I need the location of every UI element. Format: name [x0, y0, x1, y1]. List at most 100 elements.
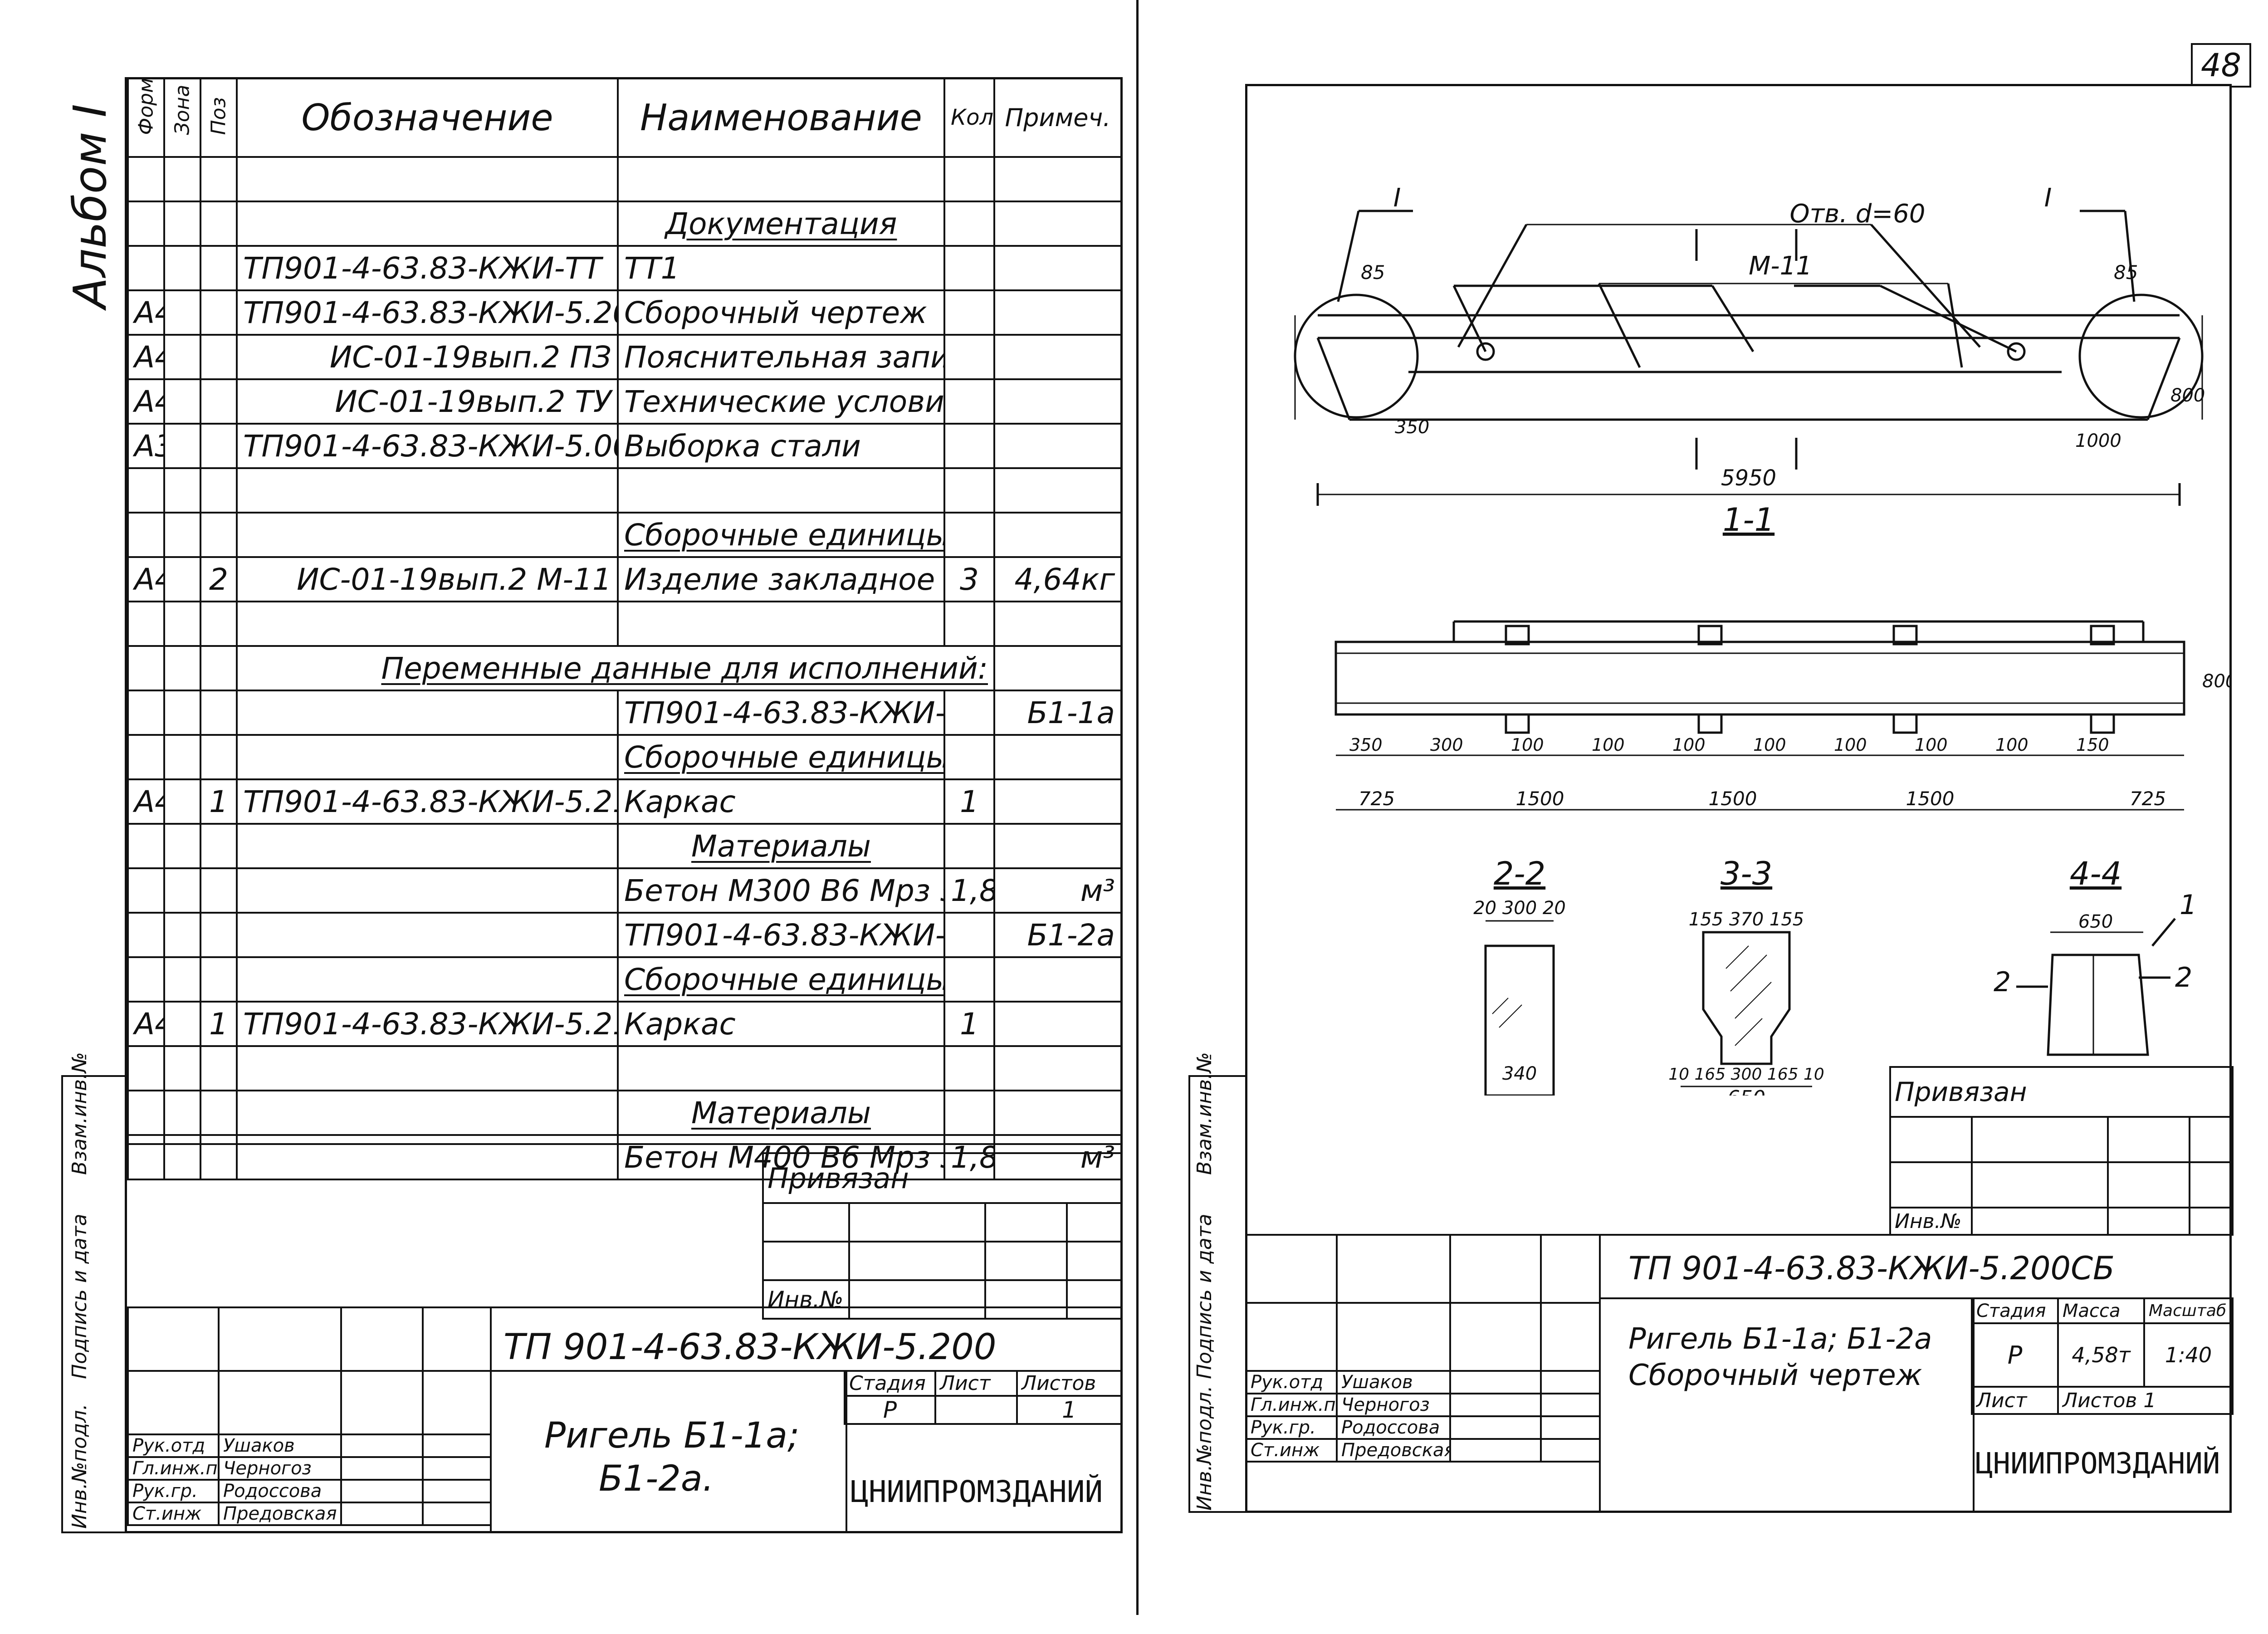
- spec-qty: [943, 289, 995, 336]
- col-zone: Зона: [163, 77, 201, 158]
- sec11-dim-label: 100: [1592, 735, 1625, 755]
- spec-name: Пояснительная записка: [617, 334, 945, 380]
- spec-pos: [200, 512, 238, 558]
- spec-row: Сборочные единицы: [127, 512, 1122, 558]
- spec-designation: ТП901-4-63.83-КЖИ-5.210-01: [236, 1001, 619, 1047]
- callout-2-right: 2: [2175, 962, 2192, 993]
- spec-pos: [200, 956, 238, 1003]
- spec-note: [993, 245, 1122, 291]
- date-cell: [1540, 1393, 1601, 1417]
- spec-pos: [200, 201, 238, 247]
- hole-left: [1476, 342, 1495, 361]
- spec-qty: 1: [943, 778, 995, 825]
- spec-zone: [163, 1090, 201, 1136]
- col-format: Формат: [127, 77, 165, 158]
- spec-row: [127, 156, 1122, 202]
- spec-qty: [943, 245, 995, 291]
- spec-row: Сборочные единицы: [127, 956, 1122, 1003]
- spec-zone: [163, 378, 201, 425]
- stage-header-right: Стадия: [1971, 1297, 2059, 1324]
- left-side-label-vzam: Взам.инв.№: [68, 1052, 91, 1175]
- spec-designation: [236, 1090, 619, 1136]
- spec-zone: [163, 1001, 201, 1047]
- signer-name: Ушаков: [1336, 1370, 1451, 1394]
- spec-qty: 1: [943, 1001, 995, 1047]
- spec-designation: [236, 867, 619, 914]
- spec-format: [127, 467, 165, 514]
- left-title-code: ТП 901-4-63.83-КЖИ-5.200: [503, 1327, 997, 1368]
- sheet-label-right: Лист: [1971, 1386, 2059, 1415]
- right-side-label-vzam: Взам.инв.№: [1193, 1052, 1216, 1175]
- spec-name: Бетон М300 В6 Мрз 50: [617, 867, 945, 914]
- spec-note: 4,64кг: [993, 556, 1122, 602]
- spec-qty: [943, 1045, 995, 1091]
- spec-format: А4: [127, 334, 165, 380]
- spec-name: [617, 601, 945, 647]
- dim-85-left: 85: [1361, 261, 1385, 284]
- sheets-value: 1: [1016, 1395, 1122, 1425]
- spec-pos: [200, 1090, 238, 1136]
- spec-zone: [163, 1134, 201, 1180]
- section-3-3-outline: [1702, 931, 1791, 1065]
- spec-note: [993, 156, 1122, 202]
- spec-zone: [163, 156, 201, 202]
- stage-header: Стадия: [844, 1370, 936, 1397]
- signer-name: Черногоз: [1336, 1393, 1451, 1417]
- date-cell: [422, 1456, 492, 1481]
- left-signers-table: Рук.отдУшаковГл.инж.прЧерногозРук.гр.Род…: [127, 1306, 492, 1526]
- spec-pos: [200, 601, 238, 647]
- signature-cell: [1449, 1393, 1542, 1417]
- sec44-top: 650: [2078, 911, 2113, 932]
- right-title-name-2: Сборочный чертеж: [1628, 1359, 1922, 1392]
- spec-designation: ТП901-4-63.83-КЖИ-5.000ВМС: [236, 423, 619, 469]
- spec-table: Формат Зона Поз Обозначение Наименование…: [127, 77, 1122, 1180]
- spec-row: А4ТП901-4-63.83-КЖИ-5.200СБСборочный чер…: [127, 289, 1122, 336]
- spec-note: м³: [993, 867, 1122, 914]
- spec-format: [127, 601, 165, 647]
- spec-name: [617, 1045, 945, 1091]
- signer-row: Гл.инж.прЧерногоз: [127, 1456, 492, 1481]
- spec-format: [127, 1045, 165, 1091]
- spec-row: А41ТП901-4-63.83-КЖИ-5.210-01Каркас1: [127, 1001, 1122, 1047]
- section-4-4-outline: [2047, 954, 2149, 1056]
- signer-name: Черногоз: [218, 1456, 342, 1481]
- spec-note: [993, 601, 1122, 647]
- spec-note: [993, 512, 1122, 558]
- spec-zone: [163, 601, 201, 647]
- sec11-dim-label: 300: [1430, 735, 1463, 755]
- sec11-dim-label: 100: [1834, 735, 1867, 755]
- left-title-name-2: Б1-2а.: [599, 1458, 714, 1499]
- right-side-strip: [1188, 1075, 1245, 1513]
- spec-format: А3: [127, 423, 165, 469]
- date-cell: [422, 1502, 492, 1526]
- spec-pos: [200, 1045, 238, 1091]
- signature-cell: [340, 1456, 424, 1481]
- sec11-dim-label: 100: [1915, 735, 1948, 755]
- section-1-1-title: 1-1: [1723, 501, 1774, 538]
- col-pos: Поз: [200, 77, 238, 158]
- spec-format: [127, 512, 165, 558]
- col-qty: Кол.: [943, 77, 995, 158]
- spec-designation: [236, 912, 619, 958]
- col-designation: Обозначение: [236, 77, 619, 158]
- signer-name: Родоссова: [218, 1479, 342, 1503]
- spec-row: Бетон М300 В6 Мрз 501,89м³: [127, 867, 1122, 914]
- sec33-bottom: 10 165 300 165 10: [1668, 1065, 1824, 1084]
- spec-note: [993, 378, 1122, 425]
- spec-name: Сборочные единицы: [617, 956, 945, 1003]
- privyazan-label: Привязан: [762, 1152, 1123, 1204]
- spec-pos: [200, 467, 238, 514]
- sheets-label-right: Листов 1: [2057, 1386, 2234, 1415]
- variable-data-label: Переменные данные для исполнений:: [236, 645, 995, 691]
- spec-note: [993, 334, 1122, 380]
- right-privyazan-block: Привязан Инв.№: [1889, 1066, 2234, 1236]
- assembly-drawing: Отв. d=60 М-11 I I 85 85 5950 800 350 10…: [1294, 183, 2232, 1096]
- spec-format: [127, 201, 165, 247]
- spec-zone: [163, 467, 201, 514]
- spec-pos: [200, 378, 238, 425]
- spec-name: Технические условия: [617, 378, 945, 425]
- spec-name: Каркас: [617, 1001, 945, 1047]
- spec-pos: [200, 1134, 238, 1180]
- col-note: Примеч.: [993, 77, 1122, 158]
